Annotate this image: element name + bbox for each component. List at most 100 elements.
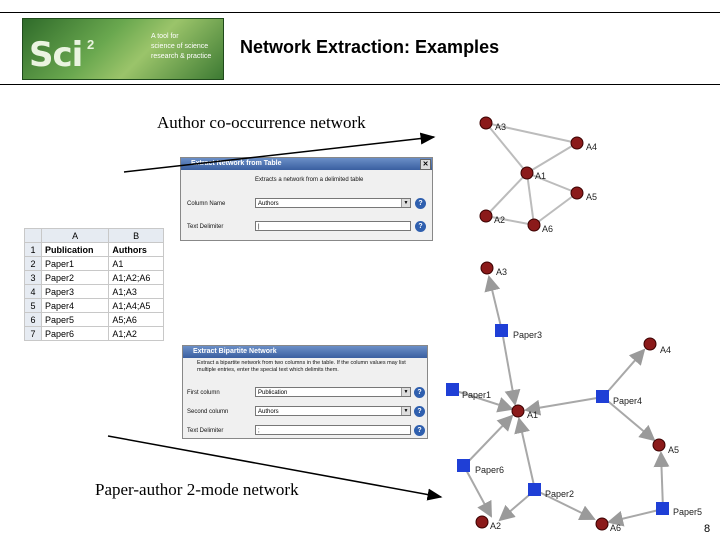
graph-node[interactable] (528, 483, 541, 496)
graph-edge (526, 172, 535, 226)
chevron-down-icon[interactable]: ▼ (401, 199, 410, 207)
graph-edge (452, 389, 514, 413)
author-graph-nodes (479, 116, 584, 232)
row-number[interactable]: 2 (24, 256, 42, 271)
graph-edge (514, 417, 536, 491)
graph-edge (485, 172, 528, 217)
table-cell[interactable]: A1;A2 (108, 326, 164, 341)
graph-node[interactable] (511, 404, 525, 418)
bipartite-labels: A3 A4 A1 A5 A2 A6 Paper3 Paper1 Paper4 P… (462, 267, 702, 533)
graph-edge (653, 451, 670, 510)
node-label: A4 (660, 345, 671, 355)
column-name-label: Column Name (187, 201, 226, 207)
author-network-label: Author co-occurrence network (157, 113, 366, 132)
text-delimiter-input[interactable]: ; (255, 425, 411, 435)
graph-edge (602, 348, 646, 398)
row-number[interactable]: 7 (24, 326, 42, 341)
node-label: A3 (495, 122, 506, 132)
bipartite-paper-nodes (446, 324, 669, 515)
node-label: A6 (610, 523, 621, 533)
node-label: Paper4 (613, 396, 642, 406)
graph-node[interactable] (656, 502, 669, 515)
column-header-b[interactable]: B (108, 228, 164, 243)
table-row: 7 Paper6 A1;A2 (24, 326, 164, 341)
row-number[interactable]: 4 (24, 284, 42, 299)
second-column-select[interactable]: Authors ▼ (255, 406, 411, 416)
graph-node[interactable] (520, 166, 534, 180)
column-name-value: Authors (258, 201, 279, 207)
close-icon[interactable]: ✕ (420, 159, 431, 170)
node-label: A6 (542, 224, 553, 234)
chevron-down-icon[interactable]: ▼ (401, 407, 410, 415)
node-label: Paper2 (545, 489, 574, 499)
graph-node[interactable] (480, 261, 494, 275)
help-icon[interactable]: ? (415, 198, 426, 209)
help-icon[interactable]: ? (414, 425, 425, 436)
help-icon[interactable]: ? (415, 221, 426, 232)
help-icon[interactable]: ? (414, 387, 425, 398)
graph-edge (485, 122, 578, 144)
author-graph-edges (485, 122, 578, 226)
arrow-to-bipartite-network (107, 435, 443, 501)
graph-edge (602, 396, 656, 442)
node-label: Paper1 (462, 390, 491, 400)
node-label: A1 (535, 171, 546, 181)
logo-tagline-2: science of science (151, 43, 209, 50)
logo-tagline-1: A tool for (151, 33, 179, 40)
second-column-label: Second column (187, 409, 229, 415)
text-delimiter-value: ; (258, 428, 260, 434)
graph-node[interactable] (457, 459, 470, 472)
spreadsheet: A B 1 Publication Authors 2 Paper1 A1 3 … (24, 228, 164, 341)
dialog-titlebar: Extract Network from Table ✕ (181, 158, 432, 170)
table-row: 2 Paper1 A1 (24, 256, 164, 271)
arrow-to-author-network (123, 132, 436, 173)
graph-node[interactable] (595, 517, 609, 531)
graph-edge (485, 122, 528, 174)
chevron-down-icon[interactable]: ▼ (401, 388, 410, 396)
first-column-value: Publication (258, 390, 288, 396)
help-icon[interactable]: ? (414, 406, 425, 417)
extract-bipartite-dialog: Extract Bipartite Network Extract a bipa… (182, 345, 428, 439)
text-delimiter-input[interactable]: | (255, 221, 411, 231)
text-delimiter-value: | (258, 224, 260, 230)
node-label: A5 (668, 445, 679, 455)
paper-author-network-label: Paper-author 2-mode network (95, 480, 299, 499)
logo-mark: Sci (29, 35, 83, 75)
node-label: Paper3 (513, 330, 542, 340)
table-cell[interactable]: Paper6 (40, 326, 110, 341)
graph-edge (463, 414, 514, 467)
logo-tagline-3: research & practice (151, 53, 212, 60)
graph-node[interactable] (570, 186, 584, 200)
graph-edge (485, 215, 535, 226)
graph-node[interactable] (527, 218, 541, 232)
graph-node[interactable] (643, 337, 657, 351)
graph-node[interactable] (475, 515, 489, 529)
graph-node[interactable] (570, 136, 584, 150)
column-name-select[interactable]: Authors ▼ (255, 198, 411, 208)
graph-edge (484, 275, 503, 332)
graph-node[interactable] (446, 383, 459, 396)
extract-network-dialog: Extract Network from Table ✕ Extracts a … (180, 157, 433, 241)
graph-node[interactable] (596, 390, 609, 403)
graph-edge (463, 465, 492, 518)
node-label: A5 (586, 192, 597, 202)
top-rule (0, 12, 720, 13)
node-label: Paper5 (673, 507, 702, 517)
graph-node[interactable] (479, 209, 493, 223)
graph-edge (534, 489, 596, 521)
dialog-titlebar: Extract Bipartite Network (183, 346, 427, 358)
first-column-select[interactable]: Publication ▼ (255, 387, 411, 397)
dialog-description: Extracts a network from a delimited tabl… (255, 177, 364, 183)
graph-node[interactable] (495, 324, 508, 337)
column-header-row: A B (24, 228, 164, 243)
header-rule (0, 84, 720, 85)
graph-node[interactable] (652, 438, 666, 452)
graph-edge (533, 192, 578, 226)
page-number: 8 (704, 523, 711, 535)
row-number[interactable]: 6 (24, 312, 42, 327)
node-label: Paper6 (475, 465, 504, 475)
graph-node[interactable] (479, 116, 493, 130)
graph-edge (526, 142, 578, 174)
text-delimiter-label: Text Delimiter (187, 428, 224, 434)
